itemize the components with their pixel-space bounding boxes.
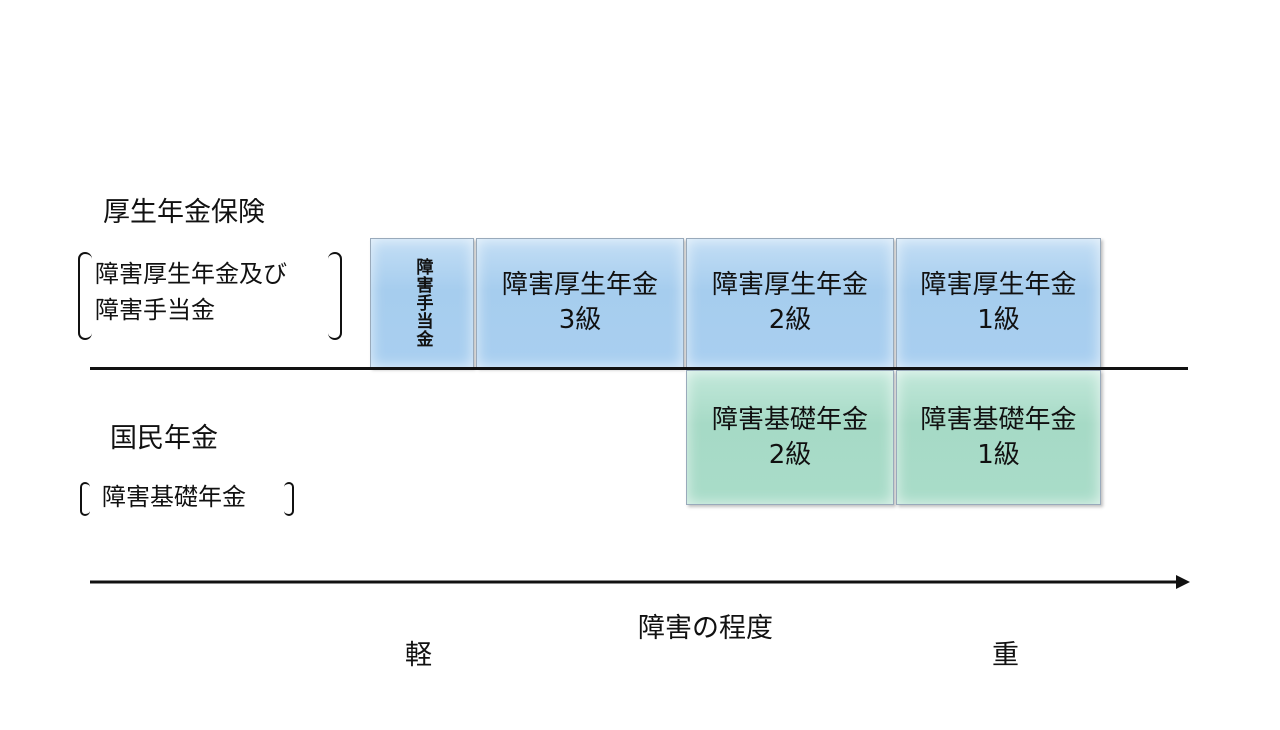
box-label: 障害厚生年金 — [501, 270, 658, 300]
box-grade: 2級 — [768, 305, 812, 335]
box-grade: 2級 — [768, 439, 812, 470]
box-label: 障害手当金 — [412, 258, 433, 348]
right-bracket — [284, 482, 294, 516]
box-label: 障害基礎年金 — [711, 404, 868, 435]
severity-arrow — [90, 575, 1190, 589]
kokumin-sub: 障害基礎年金 — [102, 483, 246, 511]
left-bracket — [78, 252, 92, 340]
kosei-title: 厚生年金保険 — [103, 197, 265, 228]
divider-line — [90, 367, 1188, 370]
axis-heavy: 重 — [992, 640, 1019, 671]
box-grade: 3級 — [558, 305, 602, 335]
kosei-sub-line2: 障害手当金 — [95, 296, 215, 324]
box-kosei-2: 障害厚生年金 2級 — [686, 238, 894, 368]
box-label: 障害基礎年金 — [920, 404, 1077, 435]
axis-light: 軽 — [405, 640, 432, 671]
kokumin-title: 国民年金 — [110, 423, 218, 454]
kosei-sub-line1: 障害厚生年金及び — [95, 260, 287, 288]
left-bracket — [80, 482, 90, 516]
box-kosei-3: 障害厚生年金 3級 — [476, 238, 684, 368]
box-kosei-1: 障害厚生年金 1級 — [896, 238, 1101, 368]
box-grade: 1級 — [977, 439, 1020, 470]
box-label: 障害厚生年金 — [920, 270, 1077, 300]
box-label: 障害厚生年金 — [711, 270, 868, 300]
right-bracket — [328, 252, 342, 340]
box-kiso-2: 障害基礎年金 2級 — [686, 370, 894, 505]
box-shogai-teatekin: 障害手当金 — [370, 238, 474, 368]
box-grade: 1級 — [977, 305, 1020, 335]
axis-label: 障害の程度 — [638, 613, 773, 644]
box-kiso-1: 障害基礎年金 1級 — [896, 370, 1101, 505]
